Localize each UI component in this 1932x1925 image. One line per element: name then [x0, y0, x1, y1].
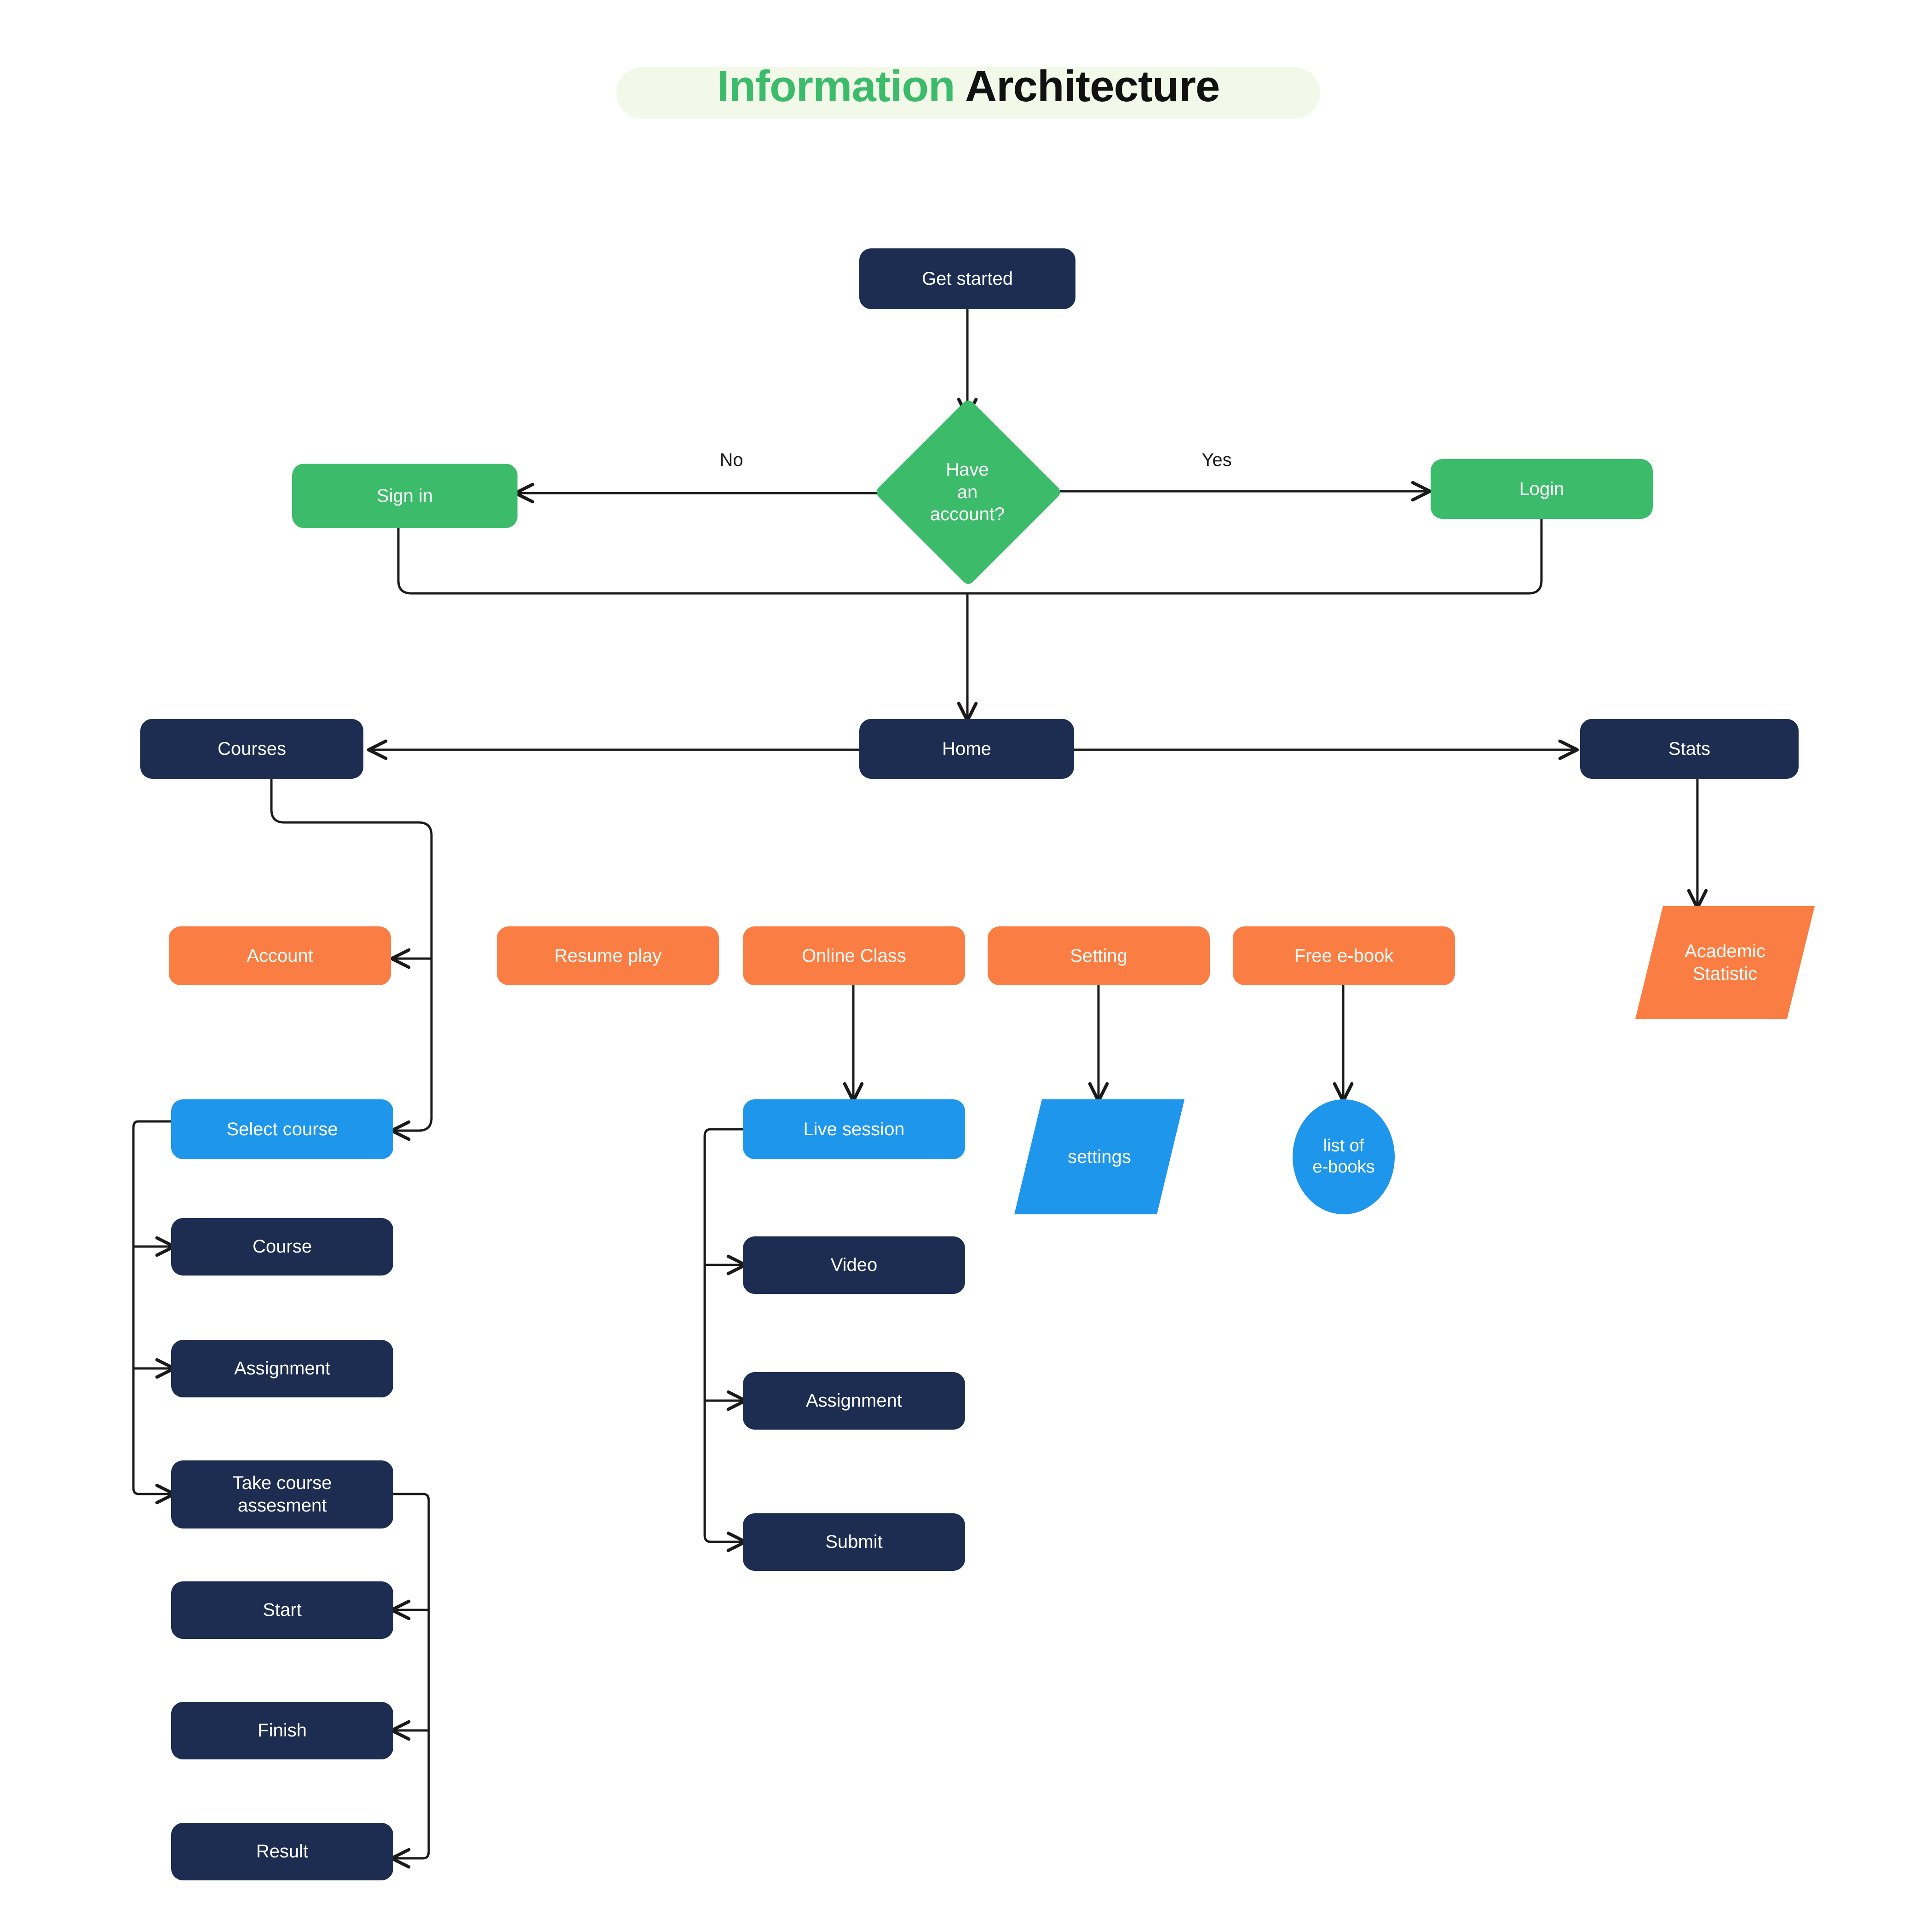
decision-line-3: account? — [930, 504, 1005, 525]
title-word-architecture: Architecture — [954, 62, 1220, 111]
node-finish[interactable]: Finish — [171, 1702, 393, 1759]
node-free-ebook-label: Free e-book — [1294, 945, 1394, 966]
node-course[interactable]: Course — [171, 1218, 393, 1276]
decision-line-1: Have — [946, 459, 989, 480]
node-courses-label: Courses — [218, 738, 286, 759]
node-home[interactable]: Home — [859, 719, 1074, 779]
node-get-started-label: Get started — [922, 268, 1013, 289]
node-finish-label: Finish — [258, 1720, 307, 1741]
node-setting-label: Setting — [1070, 945, 1127, 966]
node-online-class-label: Online Class — [802, 945, 906, 966]
node-academic-statistic[interactable]: Academic Statistic — [1635, 906, 1815, 1019]
node-login[interactable]: Login — [1431, 459, 1653, 519]
node-account[interactable]: Account — [169, 926, 391, 985]
edge-signin-bus — [397, 527, 969, 595]
node-resume-play-label: Resume play — [554, 945, 662, 966]
node-settings-document[interactable]: settings — [1014, 1099, 1184, 1214]
edge-selectcourse-rail — [132, 1120, 176, 1505]
node-sign-in[interactable]: Sign in — [292, 464, 518, 528]
node-select-course[interactable]: Select course — [171, 1099, 393, 1159]
edge-label-no: No — [719, 450, 743, 470]
node-setting[interactable]: Setting — [988, 926, 1210, 985]
node-free-ebook[interactable]: Free e-book — [1233, 926, 1455, 985]
node-assignment-left-label: Assignment — [234, 1358, 330, 1379]
node-start-label: Start — [263, 1600, 302, 1620]
node-online-class[interactable]: Online Class — [743, 926, 965, 985]
edge-livesession-submit — [703, 1128, 748, 1552]
node-get-started[interactable]: Get started — [859, 248, 1075, 309]
academic-statistic-line-1: Academic — [1685, 941, 1765, 961]
node-video[interactable]: Video — [743, 1236, 965, 1294]
academic-statistic-line-2: Statistic — [1692, 963, 1758, 984]
node-course-label: Course — [253, 1236, 312, 1257]
node-stats-label: Stats — [1668, 738, 1711, 759]
decision-line-2: an — [957, 482, 978, 502]
list-of-ebooks-line-2: e-books — [1312, 1157, 1375, 1177]
parallelogram-shape-settings — [1014, 1099, 1184, 1214]
edge-label-yes: Yes — [1202, 450, 1232, 470]
node-assignment-mid-label: Assignment — [806, 1391, 902, 1411]
node-list-of-ebooks[interactable]: list of e-books — [1293, 1099, 1395, 1214]
node-start[interactable]: Start — [171, 1581, 393, 1639]
node-account-label: Account — [247, 945, 313, 966]
edge-assesment-result — [390, 1493, 430, 1869]
list-of-ebooks-line-1: list of — [1323, 1136, 1364, 1156]
take-course-assesment-line-1: Take course — [232, 1473, 332, 1494]
node-live-session[interactable]: Live session — [743, 1099, 965, 1159]
node-live-session-label: Live session — [803, 1119, 905, 1139]
node-stats[interactable]: Stats — [1580, 719, 1799, 779]
node-assignment-left[interactable]: Assignment — [171, 1340, 393, 1397]
node-assignment-mid[interactable]: Assignment — [743, 1372, 965, 1430]
node-courses[interactable]: Courses — [140, 719, 363, 779]
node-video-label: Video — [830, 1255, 878, 1276]
node-result[interactable]: Result — [171, 1823, 393, 1880]
node-result-label: Result — [256, 1841, 309, 1862]
node-take-course-assesment[interactable]: Take course assesment — [171, 1460, 393, 1529]
page-title: Information Architecture — [616, 54, 1320, 119]
node-resume-play[interactable]: Resume play — [497, 926, 719, 985]
parallelogram-shape-academic — [1635, 906, 1815, 1019]
node-decision-label: Have an account? — [887, 428, 1048, 557]
node-login-label: Login — [1519, 478, 1564, 499]
node-sign-in-label: Sign in — [376, 485, 433, 506]
node-submit[interactable]: Submit — [743, 1513, 965, 1571]
title-text: Information Architecture — [616, 54, 1320, 119]
edge-login-bus — [966, 517, 1543, 595]
node-select-course-label: Select course — [226, 1119, 338, 1139]
take-course-assesment-line-2: assesment — [237, 1495, 327, 1516]
node-home-label: Home — [942, 738, 991, 759]
node-submit-label: Submit — [825, 1532, 883, 1552]
title-word-information: Information — [717, 62, 955, 111]
title-highlight-pill — [616, 67, 1320, 119]
node-settings-document-label: settings — [1068, 1146, 1131, 1167]
node-academic-statistic-label: Academic Statistic — [1685, 940, 1765, 985]
